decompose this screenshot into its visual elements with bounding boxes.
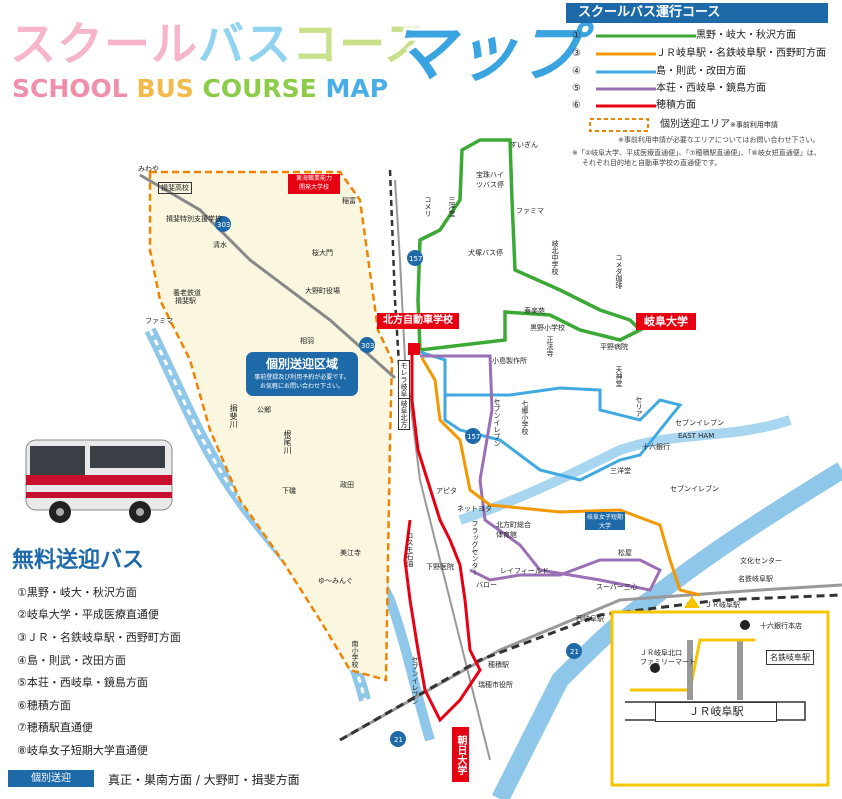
bus-section-title: 無料送迎バス	[12, 548, 145, 573]
bus-route-item: ②岐阜大学・平成医療直通便	[17, 608, 159, 621]
route-157-icon	[407, 250, 423, 266]
title-english: SCHOOL BUS COURSE MAP	[12, 74, 389, 103]
route-green	[416, 138, 643, 352]
route-21-icon	[566, 643, 582, 659]
pickup-area-badge: 個別送迎区域 事前登録及び利用予約が必要です。 お気軽にお問い合わせ下さい。	[246, 352, 358, 396]
individual-pickup-text: 真正・巣南方面 / 大野町・揖斐方面	[108, 773, 300, 787]
road-303	[139, 173, 396, 380]
bank-icon	[740, 620, 750, 630]
route-303-icon	[215, 216, 231, 232]
inset-pointer-icon	[684, 596, 700, 608]
legend-note-1: ※事前利用申請が必要なエリアについてはお問い合わせ下さい。	[618, 136, 820, 144]
route-157-icon-2	[465, 428, 481, 444]
individual-pickup-badge: 個別送迎	[8, 770, 94, 787]
route-303-icon-2	[359, 337, 375, 353]
bus-route-item: ⑧岐阜女子短期大学直通便	[17, 744, 148, 757]
bus-illustration	[25, 439, 173, 523]
legend-area-item: 個別送迎エリア※事前利用申請	[660, 119, 778, 130]
pickup-area	[148, 170, 394, 682]
gifu-women-label: 岐阜女子短期大学	[585, 512, 625, 530]
tokai-label: 東海職業能力開発大学校	[288, 174, 340, 194]
route-orange	[420, 357, 701, 597]
bus-route-item: ③ＪＲ・名鉄岐阜駅・西野町方面	[17, 631, 181, 644]
route-purple	[420, 354, 663, 592]
bus-route-item: ⑤本荘・西岐阜・鏡島方面	[17, 676, 148, 689]
legend-swatch-area	[589, 118, 649, 132]
gifu-univ-label: 岐阜大学	[636, 313, 696, 330]
title-japanese: スクールバスコース	[10, 17, 431, 71]
route-red	[403, 350, 482, 723]
jr-gifu-station-label: ＪＲ岐阜駅	[655, 702, 777, 722]
school-marker-icon	[408, 343, 420, 355]
route-21-icon-2	[390, 731, 406, 747]
legend-note-2: ※「②岐阜大学、平成医療直通便」、「⑦穂積駅直通便」、「⑧岐女短直通便」は、	[572, 149, 821, 157]
asahi-univ-label: 朝日大学	[452, 727, 469, 782]
route-blue	[419, 350, 683, 482]
bus-route-item: ④島・則武・改田方面	[17, 654, 126, 667]
legend-note-3: それぞれ目的地と自動車学校の直通便です。	[582, 159, 722, 167]
station-inset	[610, 610, 830, 787]
bus-route-item: ⑦穂積駅直通便	[17, 721, 93, 734]
bus-route-item: ①黒野・岐大・秋沢方面	[17, 586, 137, 599]
bus-route-item: ⑥穂積方面	[17, 699, 71, 712]
title-map-big: マップ	[390, 17, 582, 91]
legend-heading: スクールバス運行コース	[566, 3, 828, 23]
familymart-icon	[650, 663, 660, 673]
jr-railway	[339, 593, 842, 742]
school-label: 北方自動車学校	[377, 313, 459, 329]
